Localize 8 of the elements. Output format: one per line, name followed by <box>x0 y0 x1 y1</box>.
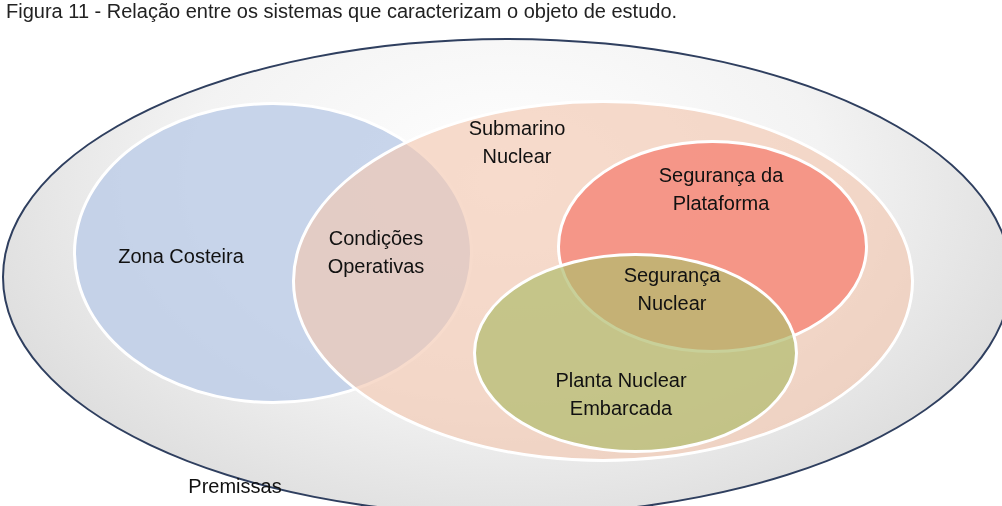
set-label: Planta Nuclear Embarcada <box>554 368 688 421</box>
set-label: Segurança da Plataforma <box>657 163 785 216</box>
overlap-label: Segurança Nuclear <box>622 263 722 316</box>
set-label: Zona Costeira <box>117 244 245 269</box>
set-label: Submarino Nuclear <box>467 116 567 169</box>
figure-title: Figura 11 - Relação entre os sistemas que caracterizam o objeto de estudo. <box>6 0 678 23</box>
set-label: Premissas <box>187 474 283 499</box>
overlap-label: Condições Operativas <box>326 226 426 279</box>
